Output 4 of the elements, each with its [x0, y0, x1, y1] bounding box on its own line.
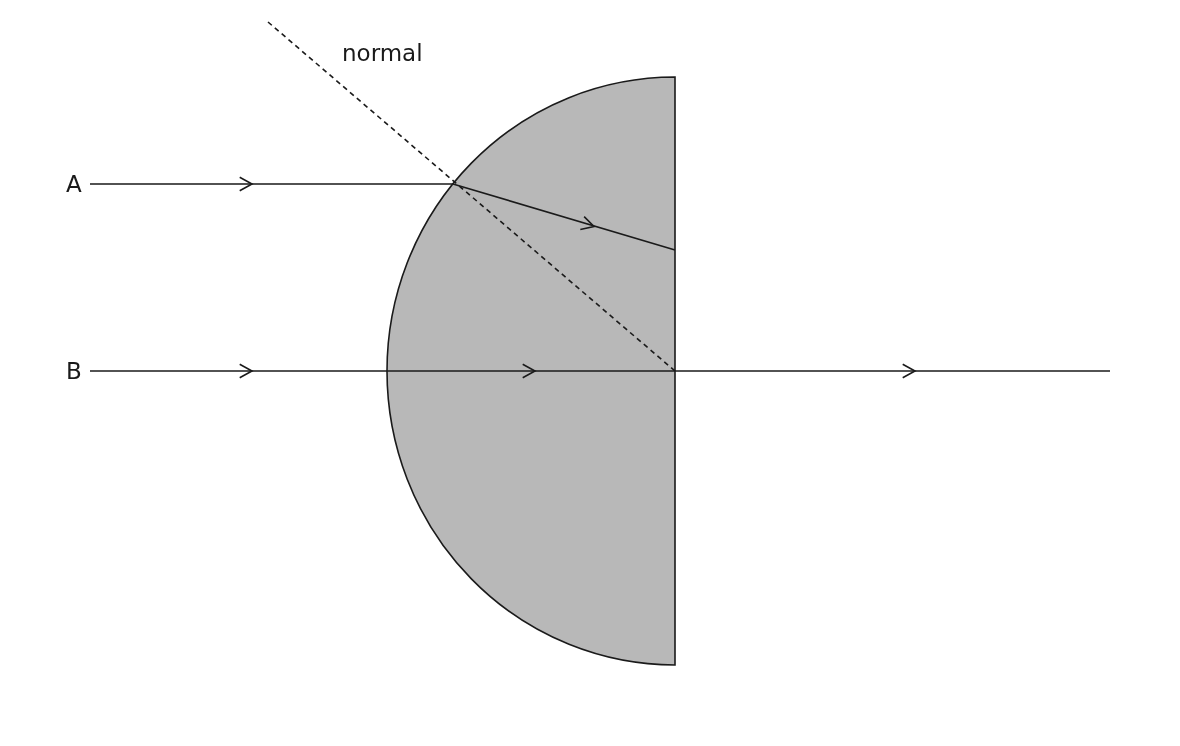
ray-label: A [66, 173, 82, 196]
ray-label: B [66, 360, 82, 383]
normal-label: normal [342, 42, 423, 65]
semicircular-block [386, 76, 676, 666]
